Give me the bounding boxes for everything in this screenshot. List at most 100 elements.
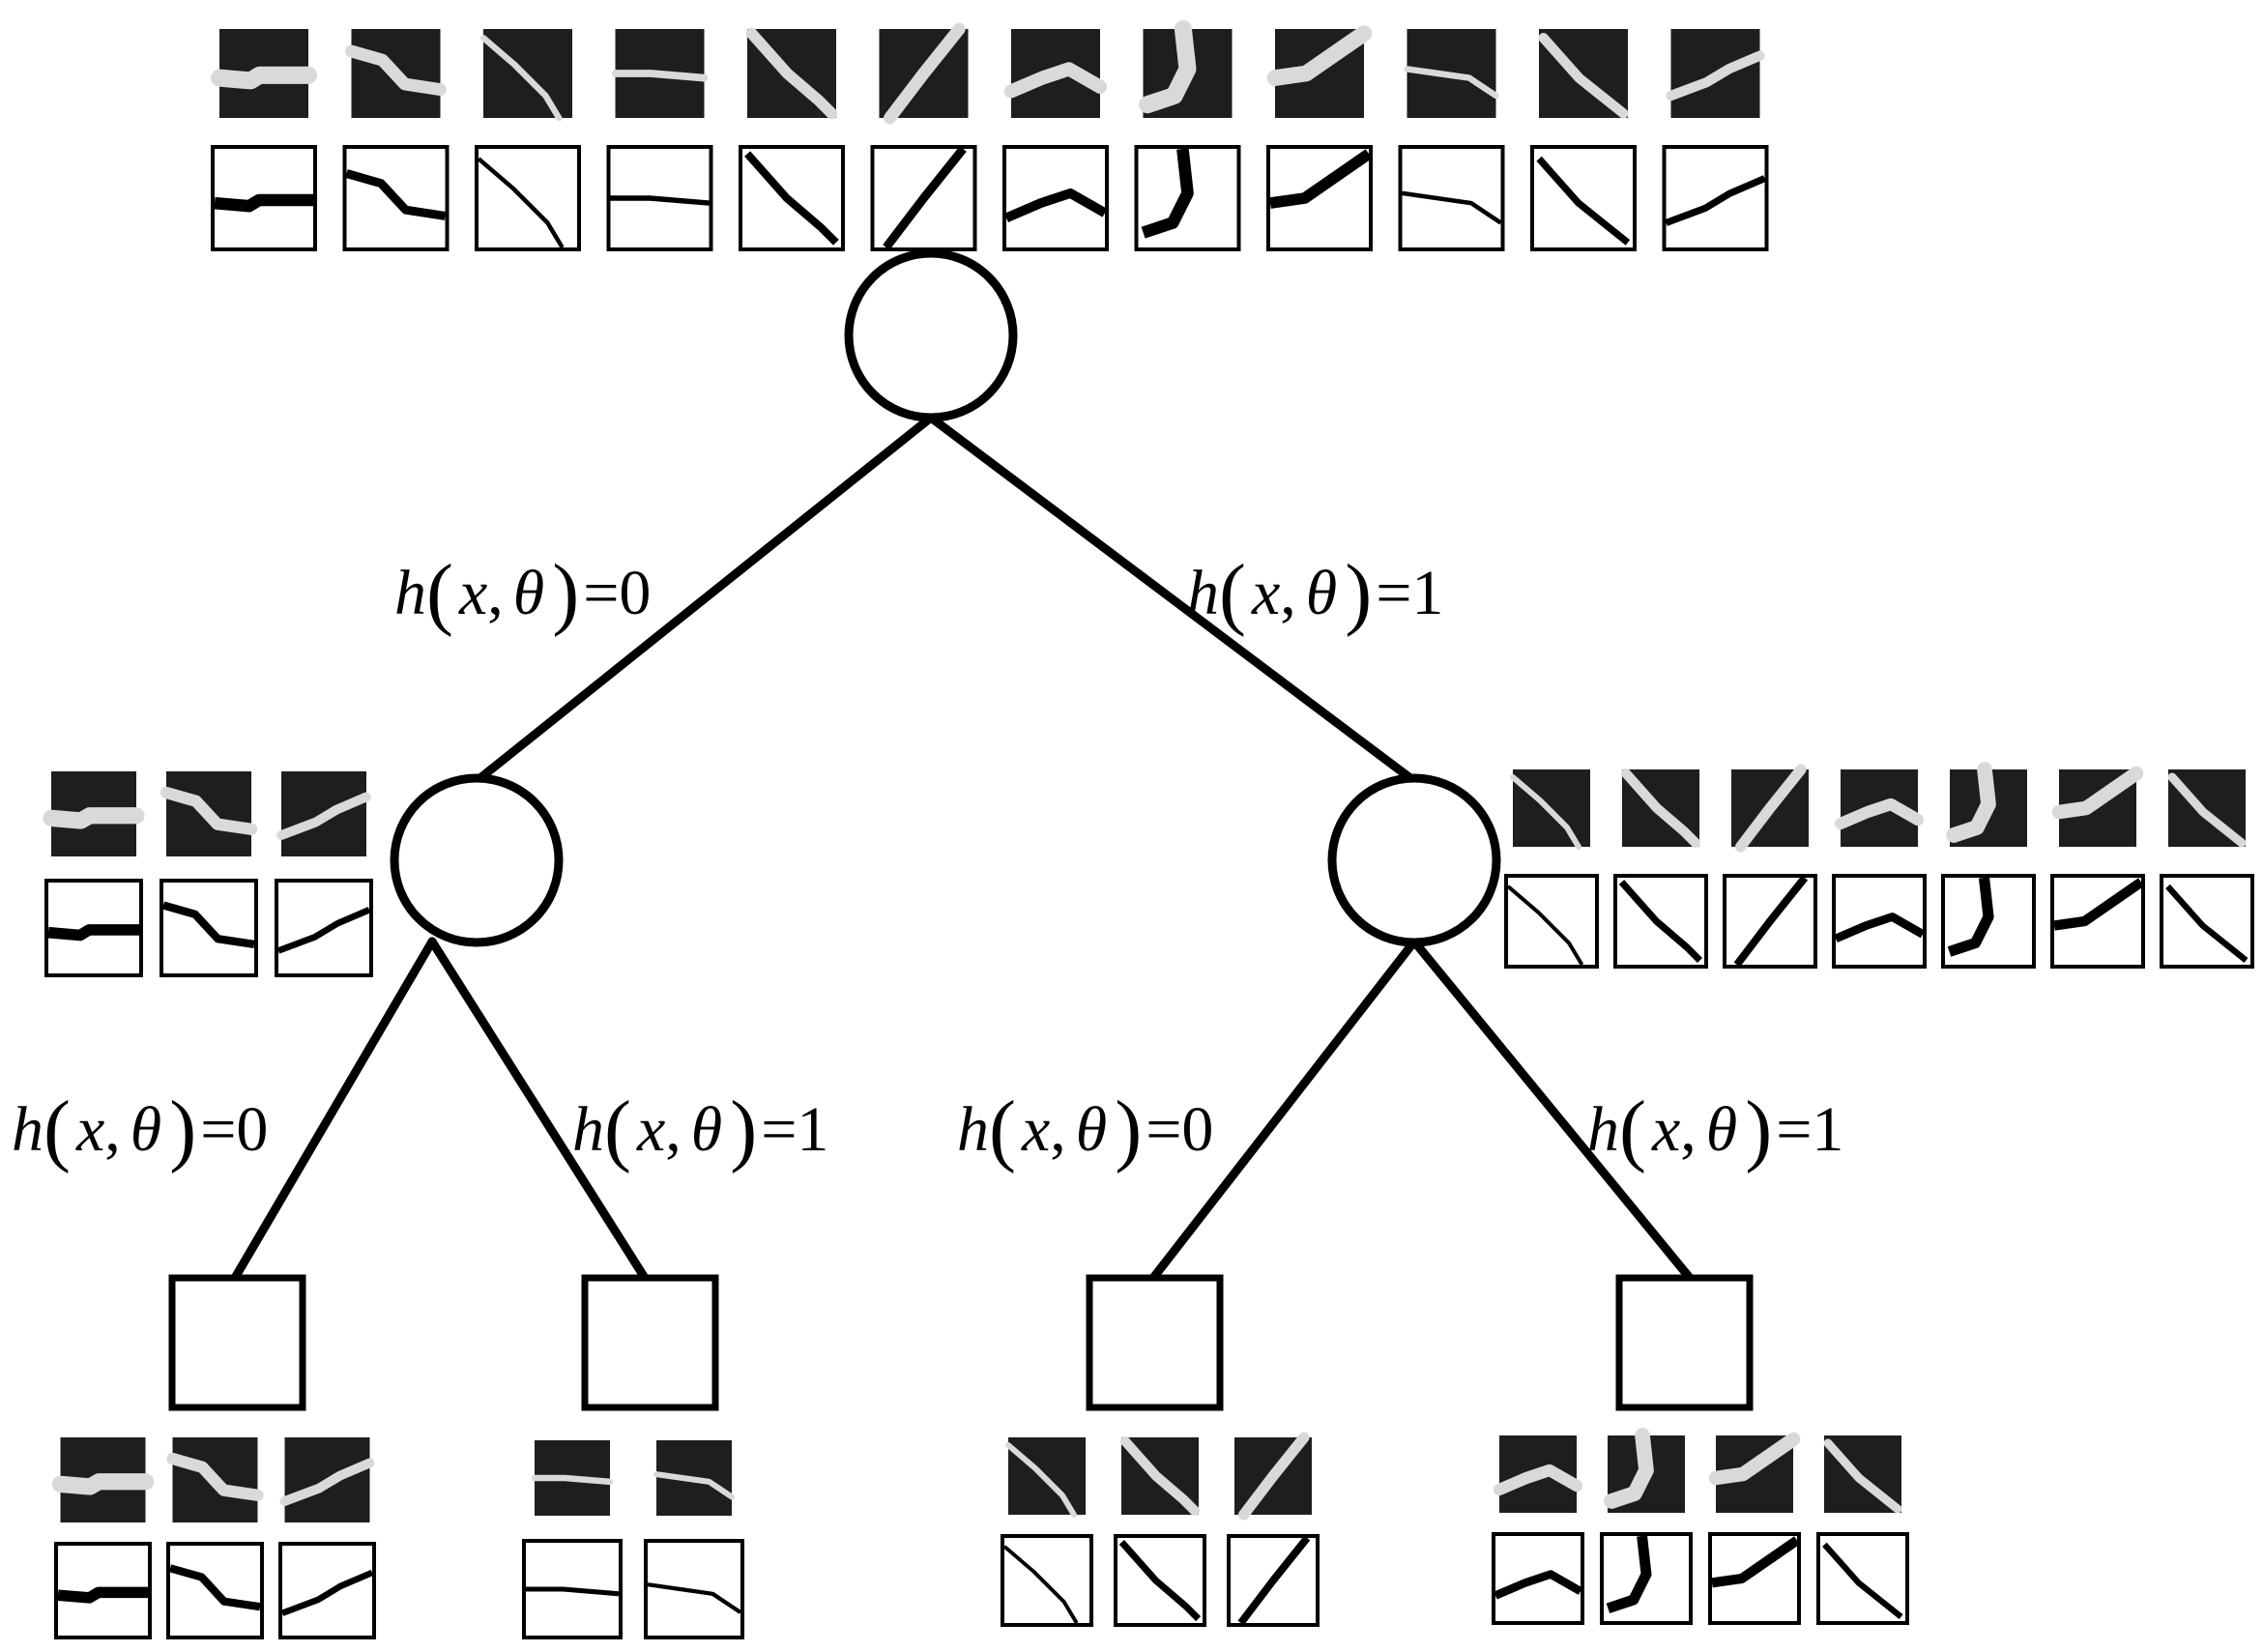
leaf-node-1 [168,1274,306,1411]
image-crack [884,22,966,125]
leaf-node-3 [1086,1274,1224,1411]
image-crack [1620,768,1701,849]
patch-group-left [43,771,373,977]
image-crack [531,1474,614,1486]
sample-pair [1708,1432,1801,1625]
mask-crack [610,195,710,206]
sample-pair [278,1437,376,1639]
mask-crack [1004,188,1108,222]
sample-pair [1114,1435,1206,1627]
mask-crack [1141,148,1194,239]
sample-pair [342,29,450,251]
sample-pair [1530,29,1637,251]
mask-crack [647,1582,742,1614]
mask-crack [57,1586,148,1604]
patch-group-root [210,19,1769,251]
image-crack [345,44,447,97]
leaf-node-4 [1615,1274,1754,1411]
mask-crack [526,1586,620,1597]
mask-crack [47,924,139,942]
sample-pair [870,22,977,251]
sample-pair [1504,769,1599,969]
edge-label-root-right: h(x,θ)=1 [1187,548,1443,638]
sample-pair [644,1440,744,1639]
image-crack [276,792,371,840]
image-crack [1266,25,1373,86]
sample-pair [1816,1435,1909,1625]
mask-crack [1618,880,1703,964]
image-crack [1834,797,1925,830]
image-crack [210,66,318,90]
image-crack [43,807,145,829]
edge-label-right-left: h(x,θ)=0 [957,1085,1213,1174]
mask-crack [280,1569,374,1616]
image-crack [1139,19,1197,114]
image-crack [2051,766,2144,820]
mask-crack [1834,913,1926,943]
mask-crack [477,157,565,249]
leaf-node-2 [581,1274,719,1411]
image-crack [1005,1442,1077,1518]
image-crack [1604,1428,1654,1509]
sample-pair [1662,29,1769,251]
image-crack [1003,62,1108,99]
mask-crack [1536,156,1631,246]
sample-pair [1613,768,1708,969]
image-crack [166,1452,264,1501]
image-crack [51,1473,155,1495]
mask-patch [644,1539,744,1639]
edge-label-root-left: h(x,θ)=0 [394,548,651,638]
edge-root-left [472,413,936,786]
edge-label-right-right: h(x,θ)=1 [1587,1085,1843,1174]
patch-group-leaf3 [1001,1432,1320,1627]
image-crack [1823,1438,1902,1514]
left-split-node [390,773,564,947]
image-crack [745,27,838,120]
image-crack [1119,1435,1201,1517]
sample-pair [2160,769,2254,969]
sample-pair [43,771,145,977]
edge-label-left-right: h(x,θ)=1 [572,1085,828,1174]
sample-pair [1227,1432,1320,1627]
sample-pair [166,1437,264,1639]
mask-crack [1665,175,1766,226]
sample-pair [160,771,258,977]
mask-crack [2165,884,2248,963]
edge-label-left-left: h(x,θ)=0 [12,1085,268,1174]
mask-patch [1832,874,1927,969]
mask-crack [883,146,967,250]
split-nodes [390,248,1501,947]
sample-pair [1723,764,1817,969]
patch-group-right [1504,762,2254,969]
mask-crack [168,1564,261,1611]
mask-patch [1001,1534,1093,1627]
edge-right-leaf4 [1409,937,1695,1283]
mask-crack [1494,1570,1583,1600]
mask-crack [744,151,839,246]
mask-patch [1492,1532,1584,1625]
mask-crack [2053,878,2144,931]
mask-crack [1002,1545,1079,1625]
image-crack [1510,774,1581,850]
edge-left-leaf1 [230,937,437,1283]
sample-pair [739,27,845,251]
image-crack [160,786,258,835]
mask-crack [161,901,255,949]
mask-crack [1822,1542,1903,1620]
image-crack [611,70,709,82]
sample-pair [1266,25,1373,251]
sample-pair [1941,762,2036,969]
mask-crack [214,193,313,213]
mask-crack [1506,884,1584,967]
image-crack [1237,1432,1310,1521]
image-crack [2167,772,2247,848]
edge-right-leaf3 [1148,937,1419,1283]
image-crack [479,34,563,122]
image-crack [1734,764,1807,853]
sample-pair [51,1437,155,1639]
mask-crack [276,907,371,954]
sample-pair [1832,769,1927,969]
mask-crack [1947,877,1994,957]
mask-crack [1118,1540,1202,1622]
